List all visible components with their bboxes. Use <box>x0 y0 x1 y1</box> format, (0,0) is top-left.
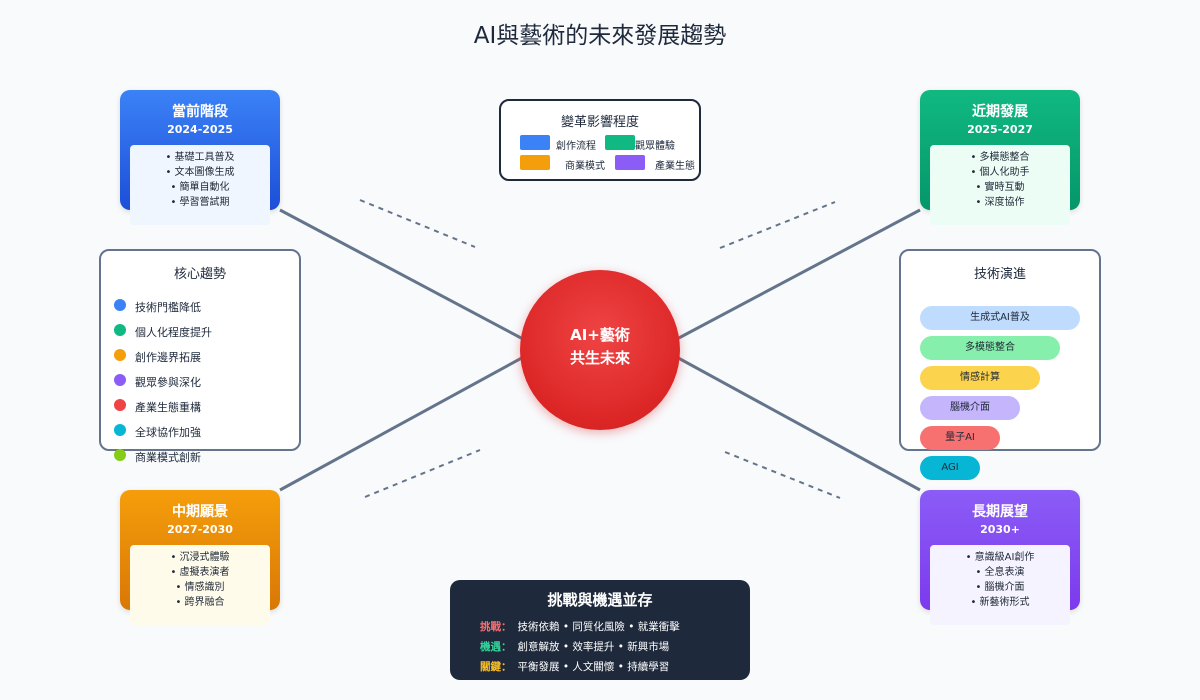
dashed-line-bottom-right <box>724 451 841 499</box>
row-text: 平衡發展 • 人文關懷 • 持續學習 <box>517 661 670 673</box>
phase-years: 2024-2025 <box>167 123 233 136</box>
list-item: • 學習嘗試期 <box>170 197 230 208</box>
list-item: • 沉浸式體驗 <box>170 552 230 563</box>
legend-swatch-1 <box>605 135 635 150</box>
tech-pill: 腦機介面 <box>920 396 1020 420</box>
challenges-box: 挑戰與機遇並存 挑戰： 技術依賴 • 同質化風險 • 就業衝擊 機遇： 創意解放 •… <box>450 580 750 680</box>
list-item: • 跨界融合 <box>175 597 225 608</box>
legend-label-3: 產業生態 <box>655 161 695 172</box>
phase-list-current: • 基礎工具普及 • 文本圖像生成 • 簡單自動化 • 學習嘗試期 <box>130 145 270 225</box>
trend-dot <box>114 374 126 386</box>
challenges-title: 挑戰與機遇並存 <box>547 591 653 609</box>
row-key: 機遇： <box>480 641 512 653</box>
trend-label: 全球協作加強 <box>135 426 201 439</box>
tech-pill: 情感計算 <box>920 366 1040 390</box>
legend-swatch-0 <box>520 135 550 150</box>
page-title: AI與藝術的未來發展趨勢 <box>473 23 727 49</box>
center-label-line2: 共生未來 <box>569 349 630 367</box>
list-item: • 個人化助手 <box>970 167 1030 178</box>
connector-near <box>659 208 921 350</box>
list-item: • 文本圖像生成 <box>165 167 235 178</box>
trend-label: 創作邊界拓展 <box>135 351 201 364</box>
trend-label: 產業生態重構 <box>135 401 201 414</box>
trend-label: 技術門檻降低 <box>135 301 201 314</box>
trend-dot <box>114 399 126 411</box>
trend-label: 觀眾參與深化 <box>135 376 201 389</box>
core-trends-panel: 核心趨勢 <box>99 249 301 451</box>
trend-dot <box>114 449 126 461</box>
tech-pill: 量子AI <box>920 426 1000 450</box>
list-item: • 腦機介面 <box>975 582 1025 593</box>
list-item: • 簡單自動化 <box>170 182 230 193</box>
phase-years: 2027-2030 <box>167 523 233 536</box>
dashed-line-top-left <box>359 199 476 248</box>
list-item: • 意識級AI創作 <box>965 552 1035 563</box>
list-item: • 情感識別 <box>175 582 225 593</box>
trend-dot <box>114 349 126 361</box>
challenge-row-1: 機遇： 創意解放 • 效率提升 • 新興市場 <box>480 639 669 654</box>
trend-label: 商業模式創新 <box>135 451 201 464</box>
phase-title: 長期展望 <box>972 504 1028 520</box>
phase-title: 當前階段 <box>172 104 228 120</box>
legend-box: 變革影響程度 創作流程 觀眾體驗 商業模式 產業生態 <box>499 99 701 181</box>
legend-label-0: 創作流程 <box>556 141 596 152</box>
tech-evolution-title: 技術演進 <box>973 267 1026 282</box>
legend-title: 變革影響程度 <box>560 115 639 130</box>
tech-pill: AGI <box>920 456 980 480</box>
legend-label-1: 觀眾體驗 <box>635 141 675 152</box>
legend-swatch-3 <box>615 155 645 170</box>
phase-list-long: • 意識級AI創作 • 全息表演 • 腦機介面 • 新藝術形式 <box>930 545 1070 625</box>
row-text: 創意解放 • 效率提升 • 新興市場 <box>517 641 670 653</box>
connector-long <box>659 346 921 492</box>
challenge-row-2: 關鍵： 平衡發展 • 人文關懷 • 持續學習 <box>480 659 669 674</box>
legend-label-2: 商業模式 <box>565 161 605 172</box>
core-trends-title: 核心趨勢 <box>173 267 226 282</box>
phase-title: 近期發展 <box>972 104 1028 120</box>
row-text: 技術依賴 • 同質化風險 • 就業衝擊 <box>517 621 680 633</box>
trend-dot <box>114 424 126 436</box>
trend-label: 個人化程度提升 <box>135 326 212 339</box>
list-item: • 新藝術形式 <box>970 597 1030 608</box>
list-item: • 基礎工具普及 <box>165 152 235 163</box>
dashed-line-top-right <box>719 201 836 249</box>
list-item: • 全息表演 <box>975 567 1025 578</box>
legend-swatch-2 <box>520 155 550 170</box>
phase-years: 2025-2027 <box>967 123 1033 136</box>
tech-pill: 多模態整合 <box>920 336 1060 360</box>
list-item: • 深度協作 <box>975 197 1025 208</box>
row-key: 挑戰： <box>480 621 512 633</box>
center-circle: AI+藝術 共生未來 <box>520 270 680 430</box>
phase-title: 中期願景 <box>172 504 228 520</box>
phase-years: 2030+ <box>980 523 1020 536</box>
center-label-line1: AI+藝術 <box>570 326 630 344</box>
connector-mid <box>279 346 541 492</box>
trend-dot <box>114 299 126 311</box>
connector-current <box>279 208 541 350</box>
row-key: 關鍵： <box>480 661 512 673</box>
phase-list-near: • 多模態整合 • 個人化助手 • 實時互動 • 深度協作 <box>930 145 1070 225</box>
phase-list-mid: • 沉浸式體驗 • 虛擬表演者 • 情感識別 • 跨界融合 <box>130 545 270 625</box>
list-item: • 實時互動 <box>975 182 1025 193</box>
dashed-line-bottom-left <box>364 449 481 498</box>
list-item: • 多模態整合 <box>970 152 1030 163</box>
trend-dot <box>114 324 126 336</box>
challenge-row-0: 挑戰： 技術依賴 • 同質化風險 • 就業衝擊 <box>480 619 680 634</box>
list-item: • 虛擬表演者 <box>170 567 230 578</box>
tech-pill: 生成式AI普及 <box>920 306 1080 330</box>
